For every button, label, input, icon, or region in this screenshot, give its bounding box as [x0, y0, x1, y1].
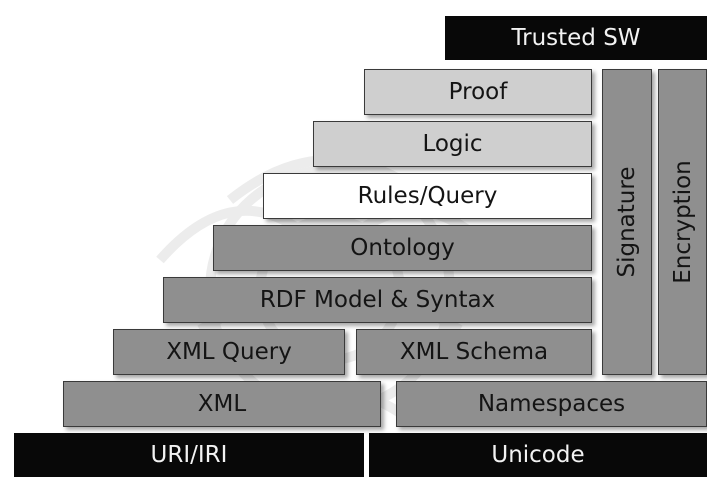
rules-query-label: Rules/Query	[357, 183, 498, 209]
rdf-layer: RDF Model & Syntax	[163, 277, 592, 323]
logic-layer: Logic	[313, 121, 592, 167]
ontology-layer: Ontology	[213, 225, 592, 271]
encryption-label: Encryption	[669, 160, 696, 284]
trusted-sw-label: Trusted SW	[511, 25, 641, 51]
xml-schema-label: XML Schema	[399, 339, 549, 365]
namespaces-layer: Namespaces	[396, 381, 707, 427]
uri-iri-label: URI/IRI	[150, 442, 228, 468]
logic-label: Logic	[422, 131, 483, 157]
xml-label: XML	[197, 391, 247, 417]
xml-layer: XML	[63, 381, 381, 427]
xml-schema-layer: XML Schema	[356, 329, 592, 375]
signature-label: Signature	[614, 166, 640, 278]
encryption-column: Encryption	[658, 69, 707, 375]
xml-query-label: XML Query	[166, 339, 292, 365]
ontology-label: Ontology	[350, 235, 455, 261]
trusted-sw-layer: Trusted SW	[445, 16, 707, 60]
signature-column: Signature	[602, 69, 652, 375]
unicode-layer: Unicode	[369, 433, 707, 477]
rdf-label: RDF Model & Syntax	[259, 287, 496, 313]
proof-label: Proof	[448, 79, 508, 105]
rules-query-layer: Rules/Query	[263, 173, 592, 219]
namespaces-label: Namespaces	[477, 391, 626, 417]
proof-layer: Proof	[364, 69, 592, 115]
uri-iri-layer: URI/IRI	[14, 433, 364, 477]
xml-query-layer: XML Query	[113, 329, 345, 375]
unicode-label: Unicode	[491, 442, 585, 468]
